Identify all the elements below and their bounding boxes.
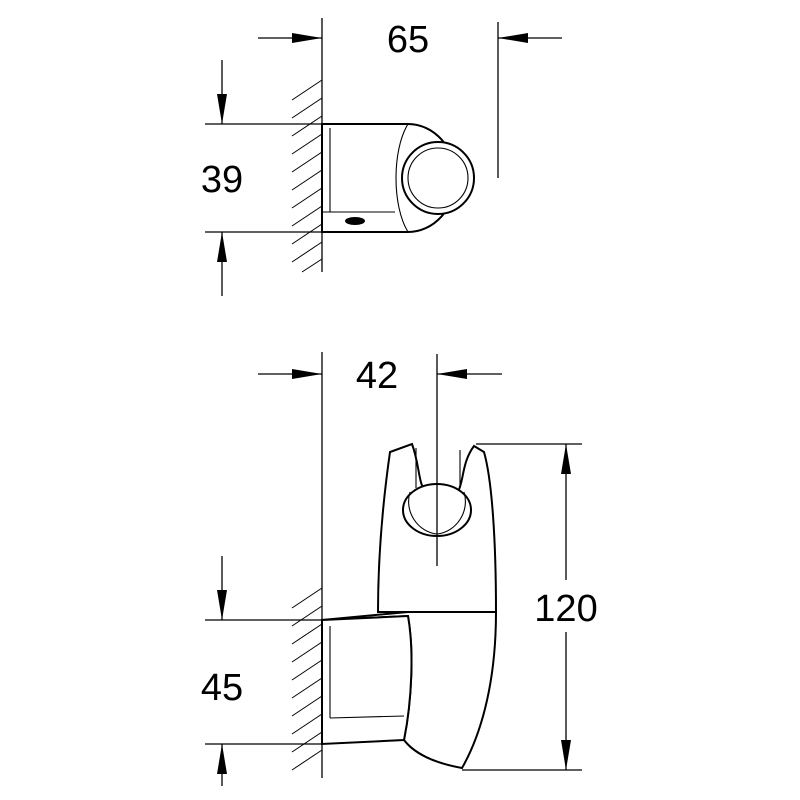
top-wall: [291, 18, 323, 273]
dim-top-width: 65: [258, 19, 562, 178]
screw-slot: [345, 217, 365, 225]
top-ring-hole: [401, 141, 475, 215]
side-wall: [291, 352, 323, 778]
top-view: 65 39: [201, 18, 562, 296]
dim-label-42: 42: [356, 355, 398, 397]
dim-label-65: 65: [387, 19, 429, 61]
dim-label-120: 120: [534, 588, 597, 630]
dim-side-offset: 42: [258, 355, 502, 397]
side-holder-mount: [321, 611, 498, 770]
dim-label-39: 39: [201, 159, 243, 201]
side-view: 42 45 120: [201, 352, 598, 786]
dim-top-height: 39: [201, 60, 322, 296]
dim-side-total-height: 120: [462, 443, 598, 771]
dim-side-mount-height: 45: [201, 556, 322, 786]
dim-label-45: 45: [201, 667, 243, 709]
top-holder-body: [321, 123, 475, 233]
